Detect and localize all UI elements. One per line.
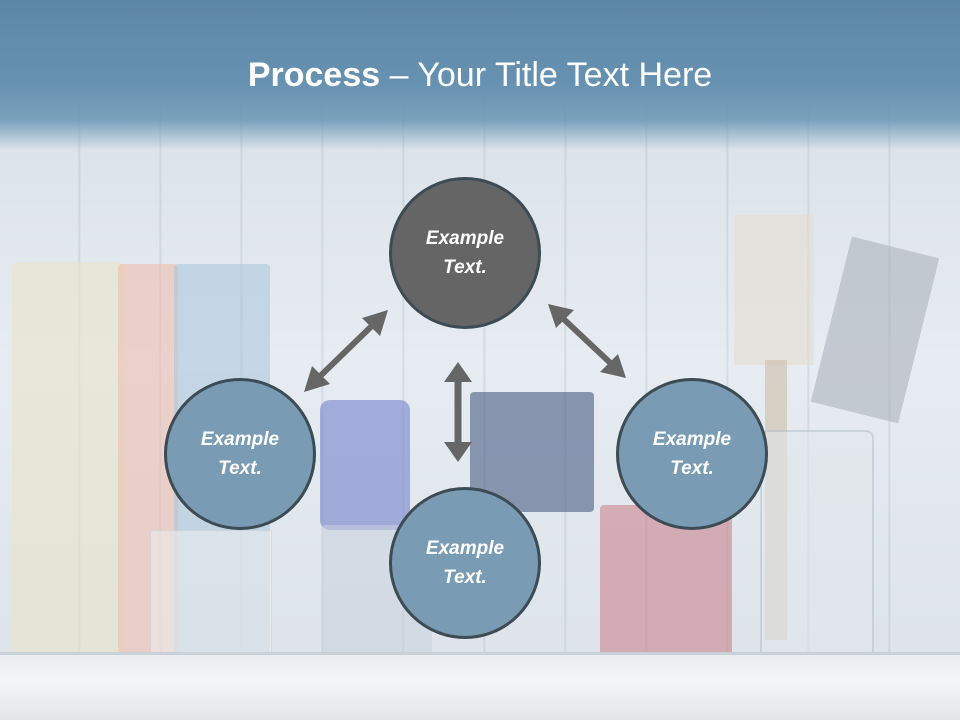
shelf — [0, 655, 960, 720]
shelf-edge — [0, 652, 960, 656]
double-arrow-icon — [444, 362, 472, 462]
scraper-image — [150, 530, 272, 657]
slide-title[interactable]: Process – Your Title Text Here — [0, 53, 960, 97]
node-text-line: Text. — [443, 567, 487, 588]
node-text-line: Example — [425, 228, 505, 249]
node-text-line: Example — [652, 429, 732, 450]
node-text-line: Example — [425, 538, 505, 559]
paint-brush-image — [734, 215, 814, 365]
double-arrow-icon — [548, 304, 626, 378]
node-text-line: Example — [200, 429, 280, 450]
node-text-line: Text. — [218, 458, 262, 479]
node-text-line: Text. — [443, 257, 487, 278]
glass-jar-image — [760, 430, 874, 659]
title-rest: – Your Title Text Here — [380, 56, 713, 94]
title-band — [0, 0, 960, 150]
paint-roller-image — [12, 262, 124, 657]
title-bold: Process — [247, 56, 381, 94]
double-arrow-icon — [304, 310, 388, 392]
node-text-line: Text. — [670, 458, 714, 479]
paint-can-image — [600, 505, 732, 655]
caulk-gun-image — [320, 400, 410, 530]
